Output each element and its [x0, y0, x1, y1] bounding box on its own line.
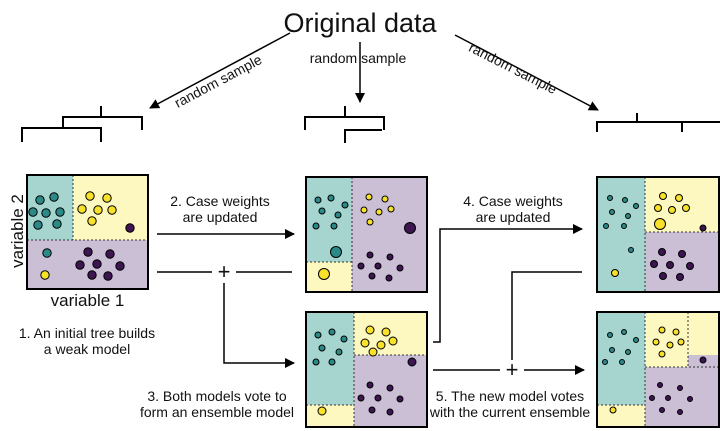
combine-line-2-upper — [511, 271, 582, 360]
step-5-line-2: with the current ensemble — [429, 404, 591, 420]
update-weights-arrow-2 — [433, 224, 583, 343]
combine-symbol-1: + — [217, 259, 231, 284]
sample-arrow-right — [454, 34, 599, 111]
step-2-line-1: 2. Case weights — [170, 193, 270, 209]
y-axis-label: variable 2 — [8, 194, 27, 268]
step-2-line-2: are updated — [182, 209, 258, 225]
sample-label-center: random sample — [309, 50, 407, 66]
step-4-line-2: are updated — [475, 209, 551, 225]
sample-arrow-left — [149, 32, 291, 109]
panel-initial-model — [26, 174, 149, 290]
step-1-caption: 1. An initial tree builds a weak model — [2, 325, 172, 357]
x-axis-label: variable 1 — [50, 291, 125, 310]
step-3-caption: 3. Both models vote to form an ensemble … — [128, 388, 306, 420]
step-1-line-1: 1. An initial tree builds — [18, 325, 156, 341]
diagram-title: Original data — [283, 8, 437, 38]
step-4-line-1: 4. Case weights — [463, 193, 563, 209]
step-2-caption: 2. Case weights are updated — [160, 193, 280, 225]
step-1-line-2: a weak model — [43, 341, 131, 357]
panel-reweighted-model — [305, 176, 428, 293]
panel-final-ensemble — [596, 311, 720, 428]
step-5-line-1: 5. The new model votes — [435, 388, 585, 404]
panel-ensemble-model — [305, 311, 428, 428]
tree-icon-center — [304, 106, 385, 143]
combine-symbol-2: + — [505, 357, 519, 382]
step-5-caption: 5. The new model votes with the current … — [421, 388, 599, 420]
tree-icon-left — [21, 106, 143, 142]
step-4-caption: 4. Case weights are updated — [448, 193, 578, 225]
step-3-line-2: form an ensemble model — [139, 404, 295, 420]
step-3-line-1: 3. Both models vote to — [147, 388, 287, 404]
ensemble-arrow-1 — [223, 283, 295, 368]
panel-second-reweight — [596, 176, 720, 293]
tree-icon-right — [596, 113, 720, 132]
